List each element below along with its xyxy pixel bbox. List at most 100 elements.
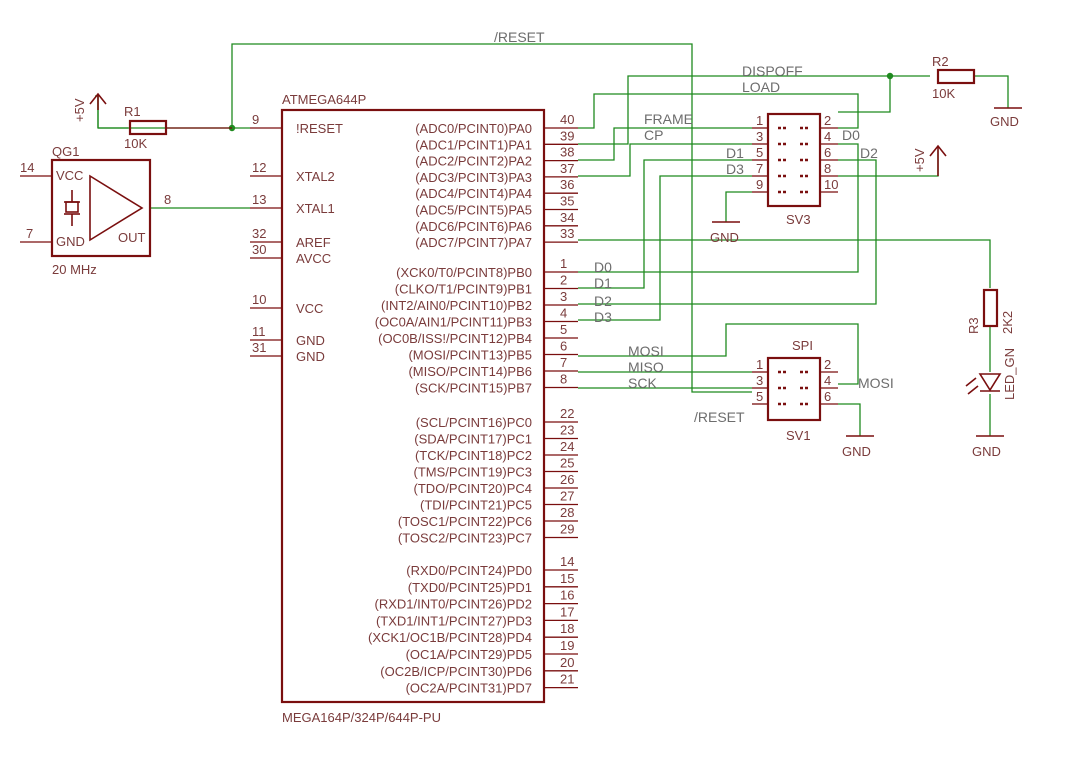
mcu-left-pins: 9!RESET12XTAL213XTAL132AREF30AVCC10VCC11…	[250, 112, 343, 364]
net-d0-sv3: D0	[842, 127, 860, 143]
header-pin-number: 6	[824, 389, 831, 404]
mcu-pin-label: (ADC7/PCINT7)PA7	[415, 235, 532, 250]
mcu-pin-number: 12	[252, 160, 266, 175]
wire-sv3-gnd	[725, 191, 752, 222]
mcu-pin-number: 30	[252, 242, 266, 257]
net-mosi-sv1: MOSI	[858, 375, 894, 391]
mcu-pin-number: 29	[560, 522, 574, 537]
mcu-pin-number: 19	[560, 638, 574, 653]
net-frame: FRAME	[644, 111, 693, 127]
mcu-pin-number: 21	[560, 672, 574, 687]
mcu-pin-label: AREF	[296, 235, 331, 250]
mcu-pin-label: (ADC6/PCINT6)PA6	[415, 219, 532, 234]
mcu-pin-number: 17	[560, 604, 574, 619]
mcu-pin-label: (TDO/PCINT20)PC4	[414, 481, 532, 496]
wire-load	[578, 75, 891, 145]
oscillator-num-out: 8	[164, 192, 171, 207]
supply-right-label: +5V	[912, 148, 927, 172]
mcu-pin-number: 22	[560, 406, 574, 421]
mcu-pin-number: 20	[560, 655, 574, 670]
mcu-pin-number: 1	[560, 256, 567, 271]
mcu-pin-number: 4	[560, 306, 567, 321]
mcu-pin-number: 35	[560, 194, 574, 209]
mcu-pin-label: AVCC	[296, 251, 331, 266]
r2-value: 10K	[932, 86, 955, 101]
mcu-pin-number: 10	[252, 292, 266, 307]
mcu-pin-label: (OC0A/AIN1/PCINT11)PB3	[375, 315, 532, 330]
header-pin-number: 4	[824, 129, 831, 144]
led-label: LED_GN	[1002, 348, 1017, 400]
r3: R3 2K2	[966, 288, 1015, 334]
ground-icon: GND	[842, 435, 874, 459]
mcu-pin-label: (ADC4/PCINT4)PA4	[415, 186, 532, 201]
mcu-pin-number: 16	[560, 588, 574, 603]
wire-mosi	[578, 323, 859, 385]
mcu-pin-label: (TXD0/PCINT25)PD1	[408, 580, 532, 595]
sv1-name: SV1	[786, 428, 811, 443]
wire-d3	[578, 175, 752, 321]
net-labels: /RESET /RESET DISPOFF LOAD FRAME CP D0 D…	[494, 29, 894, 425]
mcu-pin-label: (OC2B/ICP/PCINT30)PD6	[380, 664, 532, 679]
mcu-pin-label: (CLKO/T1/PCINT9)PB1	[395, 282, 532, 297]
header-pin-number: 2	[824, 113, 831, 128]
wire-cp	[578, 143, 752, 177]
mcu-package: MEGA164P/324P/644P-PU	[282, 710, 441, 725]
net-reset-top: /RESET	[494, 29, 545, 45]
wire-d2	[578, 159, 877, 305]
net-d1-sv3: D1	[726, 145, 744, 161]
mcu-pin-label: (ADC2/PCINT2)PA2	[415, 154, 532, 169]
mcu-pin-label: (XCK1/OC1B/PCINT28)PD4	[368, 630, 532, 645]
mcu-pin-label: (MOSI/PCINT13)PB5	[408, 348, 532, 363]
mcu-pin-label: (TXD1/INT1/PCINT27)PD3	[376, 613, 532, 628]
oscillator-pin-vcc: VCC	[56, 168, 83, 183]
mcu-pin-label: (RXD1/INT0/PCINT26)PD2	[375, 597, 532, 612]
oscillator-num-vcc: 14	[20, 160, 34, 175]
wire-d0	[578, 143, 859, 273]
mcu-pin-label: !RESET	[296, 121, 343, 136]
mcu-pin-number: 2	[560, 273, 567, 288]
net-dispoff: DISPOFF	[742, 63, 803, 79]
led: LED_GN	[965, 348, 1017, 400]
mcu-pin-number: 37	[560, 161, 574, 176]
oscillator-num-gnd: 7	[26, 226, 33, 241]
mcu-pin-label: (INT2/AIN0/PCINT10)PB2	[381, 298, 532, 313]
net-d2: D2	[594, 293, 612, 309]
header-pin-number: 1	[756, 357, 763, 372]
ground-icon: GND	[710, 221, 740, 245]
mcu-pin-label: VCC	[296, 301, 323, 316]
mcu: ATMEGA644P MEGA164P/324P/644P-PU 9 !RESET…	[250, 92, 578, 725]
mcu-pin-number: 9	[252, 112, 259, 127]
r2: R2 10K	[932, 54, 976, 101]
header-pin-number: 3	[756, 373, 763, 388]
net-miso: MISO	[628, 359, 664, 375]
r1-name: R1	[124, 104, 141, 119]
gnd-label-sv1: GND	[842, 444, 871, 459]
mcu-pin-label: GND	[296, 333, 325, 348]
mcu-pin-number: 18	[560, 621, 574, 636]
mcu-pin-number: 31	[252, 340, 266, 355]
wire-sv1-gnd	[838, 403, 861, 436]
oscillator-buffer-icon	[89, 174, 144, 242]
mcu-pin-number: 15	[560, 571, 574, 586]
mcu-pin-label: (XCK0/T0/PCINT8)PB0	[396, 265, 532, 280]
mcu-pin-number: 27	[560, 489, 574, 504]
mcu-pin-number: 6	[560, 339, 567, 354]
mcu-name: ATMEGA644P	[282, 92, 366, 107]
header-pin-number: 5	[756, 145, 763, 160]
header-pin-number: 1	[756, 113, 763, 128]
header-pin-number: 4	[824, 373, 831, 388]
wire-frame	[578, 127, 752, 161]
net-d3: D3	[594, 309, 612, 325]
oscillator-name: QG1	[52, 144, 79, 159]
net-d0: D0	[594, 259, 612, 275]
r2-body	[936, 68, 976, 85]
supply-left: +5V	[72, 92, 107, 122]
header-pin-number: 5	[756, 389, 763, 404]
mcu-pin-label: (OC2A/PCINT31)PD7	[406, 681, 532, 696]
mcu-pin-label: (TDI/PCINT21)PC5	[420, 498, 532, 513]
net-sck: SCK	[628, 375, 657, 391]
wire-d1	[578, 159, 752, 289]
